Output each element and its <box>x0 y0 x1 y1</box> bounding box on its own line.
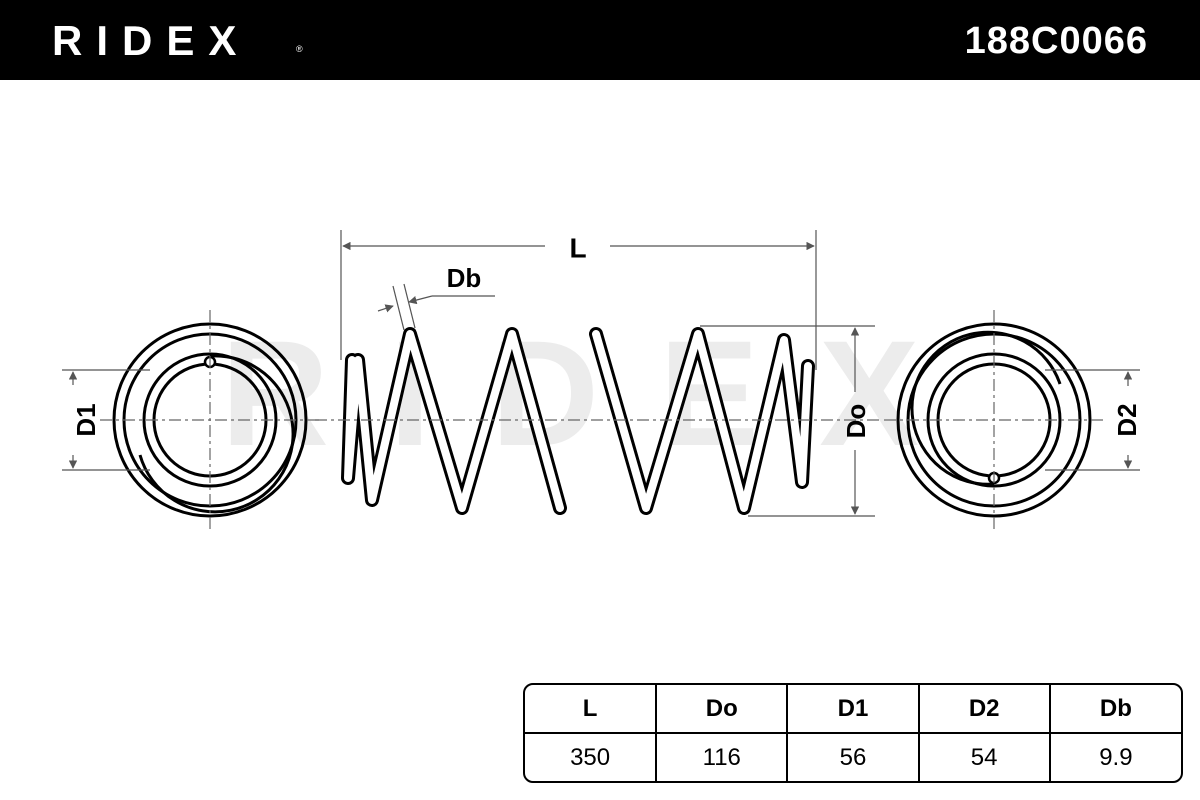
spec-header-do: Do <box>655 685 788 734</box>
part-number: 188C0066 <box>964 20 1148 62</box>
header-bar: RIDEX ® 188C0066 <box>0 0 1200 80</box>
db-label: Db <box>447 263 482 293</box>
d2-dimension <box>1045 369 1140 471</box>
right-end-view <box>884 310 1104 530</box>
spec-value-d1: 56 <box>786 733 919 781</box>
spec-header-d1: D1 <box>786 685 919 734</box>
left-end-view <box>100 310 320 530</box>
spec-value-l: 350 <box>570 743 611 771</box>
spec-header-db: Db <box>1048 685 1181 734</box>
brand-logo: RIDEX <box>52 17 251 64</box>
l-label: L <box>569 233 586 264</box>
spec-table: L Do D1 D2 Db 350 116 56 54 9.9 <box>523 683 1183 783</box>
spring-side-view <box>341 327 815 515</box>
trademark-symbol: ® <box>296 44 303 54</box>
spec-header-d2: D2 <box>917 685 1050 734</box>
do-label: Do <box>841 404 871 439</box>
spec-header-row: L Do D1 D2 Db <box>525 685 1181 734</box>
spec-value-do: 116 <box>655 733 788 781</box>
do-dimension <box>700 325 875 517</box>
d2-label: D2 <box>1112 403 1142 436</box>
spec-value-d2: 54 <box>917 733 1050 781</box>
spec-value-db: 9.9 <box>1048 733 1181 781</box>
spec-header-l: L <box>525 685 657 734</box>
d1-dimension <box>62 369 150 471</box>
spec-value-row: 350 116 56 54 9.9 <box>525 733 1181 781</box>
d1-label: D1 <box>71 403 101 436</box>
db-dimension <box>377 283 495 331</box>
l-dimension <box>340 230 817 370</box>
